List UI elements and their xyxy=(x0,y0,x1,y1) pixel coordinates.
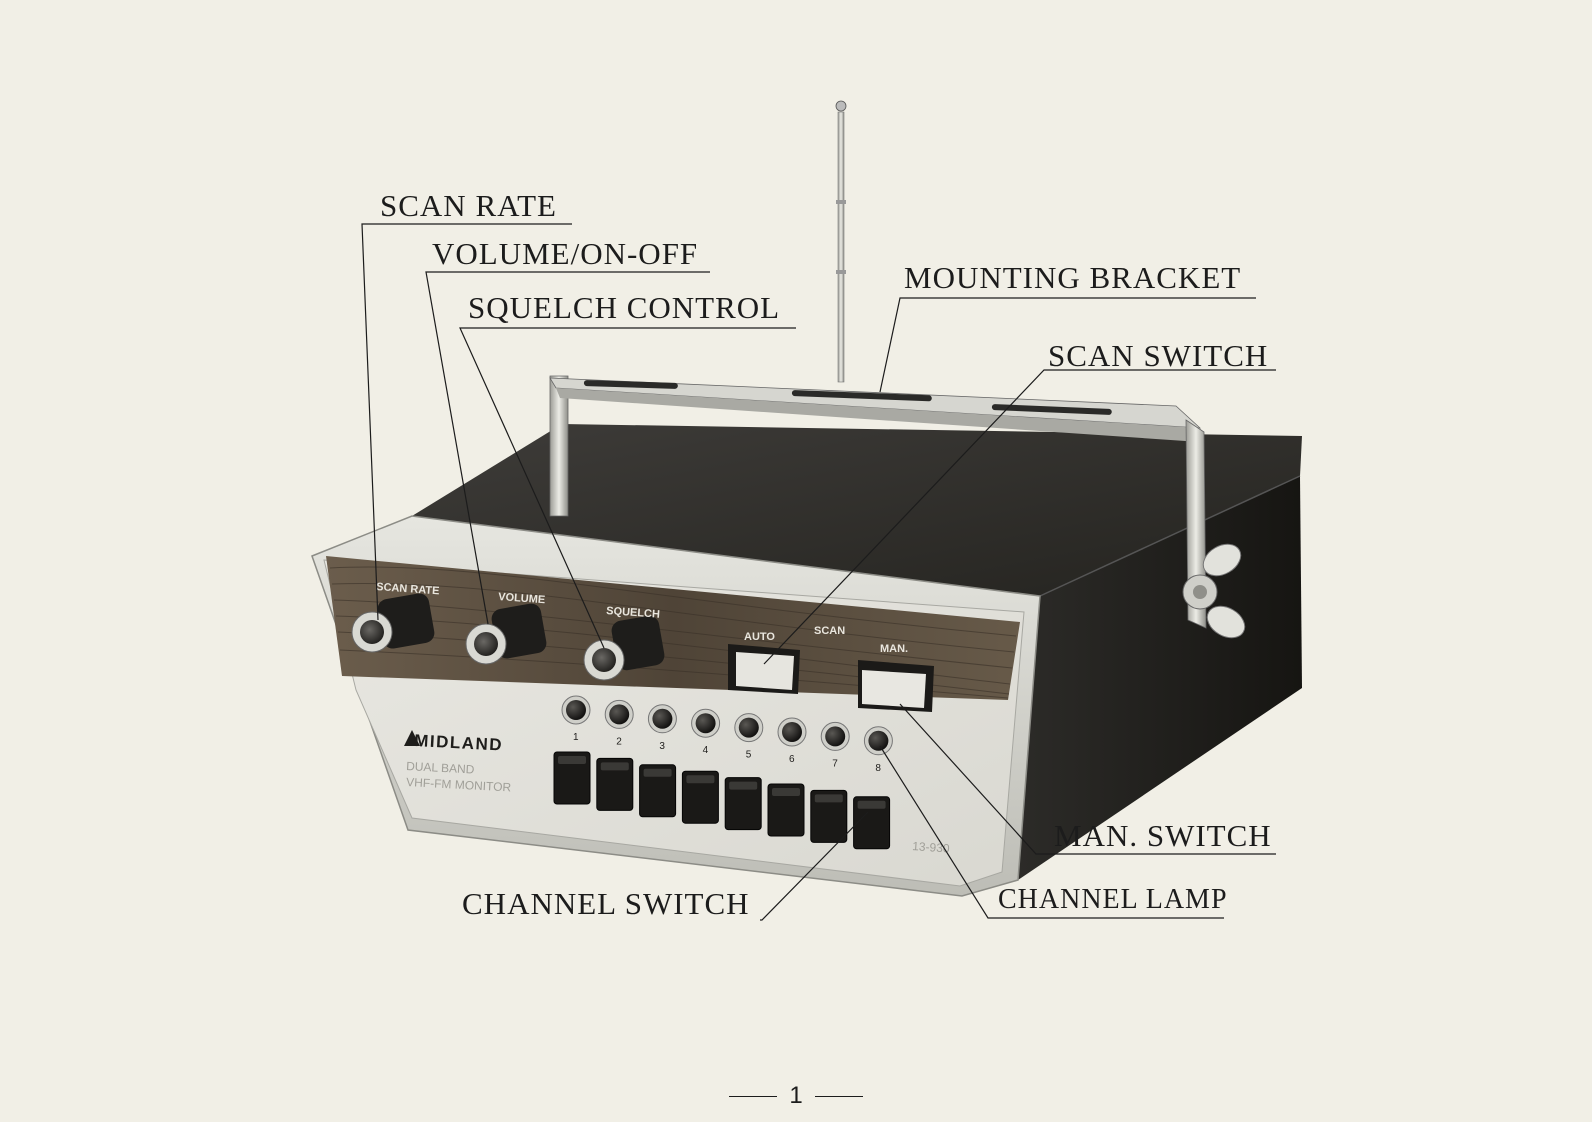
callout-man-switch: MAN. SWITCH xyxy=(1054,818,1272,853)
leader-channel-lamp xyxy=(879,745,1224,919)
channel-switch-3[interactable] xyxy=(639,764,677,818)
channel-number-4: 4 xyxy=(703,745,709,756)
leader-scan-rate xyxy=(361,223,572,621)
channel-number-7: 7 xyxy=(832,758,838,769)
leader-squelch xyxy=(459,327,796,649)
callout-volume-on-off: VOLUME/ON-OFF xyxy=(432,236,699,271)
scan-rate-knob[interactable] xyxy=(351,592,436,653)
channel-lamps xyxy=(561,695,893,756)
leader-channel-switch xyxy=(760,811,869,921)
wing-nut xyxy=(1182,543,1246,639)
callout-scan-switch: SCAN SWITCH xyxy=(1048,338,1269,373)
device-line-2: VHF-FM MONITOR xyxy=(406,775,512,794)
panel-label-auto: AUTO xyxy=(744,631,775,643)
callout-mounting-bracket: MOUNTING BRACKET xyxy=(904,260,1242,295)
channel-switch-6[interactable] xyxy=(767,783,805,837)
man-scan-switch[interactable] xyxy=(858,660,934,712)
channel-number-5: 5 xyxy=(746,750,752,761)
callout-channel-lamp: CHANNEL LAMP xyxy=(998,884,1228,915)
panel-label-scan: SCAN xyxy=(814,625,845,637)
volume-knob[interactable] xyxy=(465,602,548,665)
page-number-dash-right xyxy=(814,1096,863,1098)
panel-label-man: MAN. xyxy=(880,643,908,655)
channel-number-8: 8 xyxy=(875,763,881,774)
channel-lamp-5 xyxy=(734,713,764,743)
leader-man-switch xyxy=(899,703,1276,855)
device-line-1: DUAL BAND xyxy=(406,759,475,777)
squelch-knob[interactable] xyxy=(583,614,666,681)
channel-switch-1[interactable] xyxy=(553,751,591,805)
channel-numbers: 1 2 3 4 5 6 7 8 xyxy=(573,732,881,774)
channel-number-6: 6 xyxy=(789,754,795,765)
callout-scan-rate: SCAN RATE xyxy=(380,188,557,223)
panel-label-scan-rate: SCAN RATE xyxy=(376,581,440,597)
page-number: 1 xyxy=(0,1082,1592,1110)
callout-squelch-control: SQUELCH CONTROL xyxy=(468,290,781,325)
leader-lines xyxy=(361,223,1276,921)
leader-volume xyxy=(425,271,710,625)
channel-lamp-4 xyxy=(691,708,721,738)
channel-number-1: 1 xyxy=(573,732,579,743)
channel-switch-5[interactable] xyxy=(724,777,762,831)
channel-switch-4[interactable] xyxy=(681,770,719,824)
mounting-bracket xyxy=(549,375,1207,629)
channel-number-3: 3 xyxy=(659,741,665,752)
page-number-dash-left xyxy=(729,1096,778,1098)
channel-lamp-2 xyxy=(604,699,634,729)
channel-switch-2[interactable] xyxy=(596,757,634,811)
leader-mounting-bracket xyxy=(879,297,1256,393)
leader-scan-switch xyxy=(763,369,1276,665)
channel-number-2: 2 xyxy=(616,736,622,747)
model-number: 13-930 xyxy=(912,839,951,856)
channel-lamp-7 xyxy=(820,721,850,751)
panel-label-squelch: SQUELCH xyxy=(606,605,661,621)
channel-lamp-1 xyxy=(561,695,591,725)
channel-switch-8[interactable] xyxy=(853,796,891,850)
channel-buttons xyxy=(553,751,891,850)
callout-channel-switch: CHANNEL SWITCH xyxy=(462,886,750,921)
channel-lamp-3 xyxy=(647,704,677,734)
auto-scan-switch[interactable] xyxy=(728,644,800,694)
channel-lamp-6 xyxy=(777,717,807,747)
panel-label-volume: VOLUME xyxy=(498,591,546,606)
midland-logo-mark xyxy=(404,730,420,746)
brand-name: MIDLAND xyxy=(414,731,504,755)
page-number-text: 1 xyxy=(789,1082,803,1109)
channel-lamp-8 xyxy=(863,726,893,756)
housing-top xyxy=(412,424,1302,596)
channel-switch-7[interactable] xyxy=(810,789,848,843)
antenna xyxy=(835,100,847,383)
housing-side xyxy=(1018,476,1302,880)
